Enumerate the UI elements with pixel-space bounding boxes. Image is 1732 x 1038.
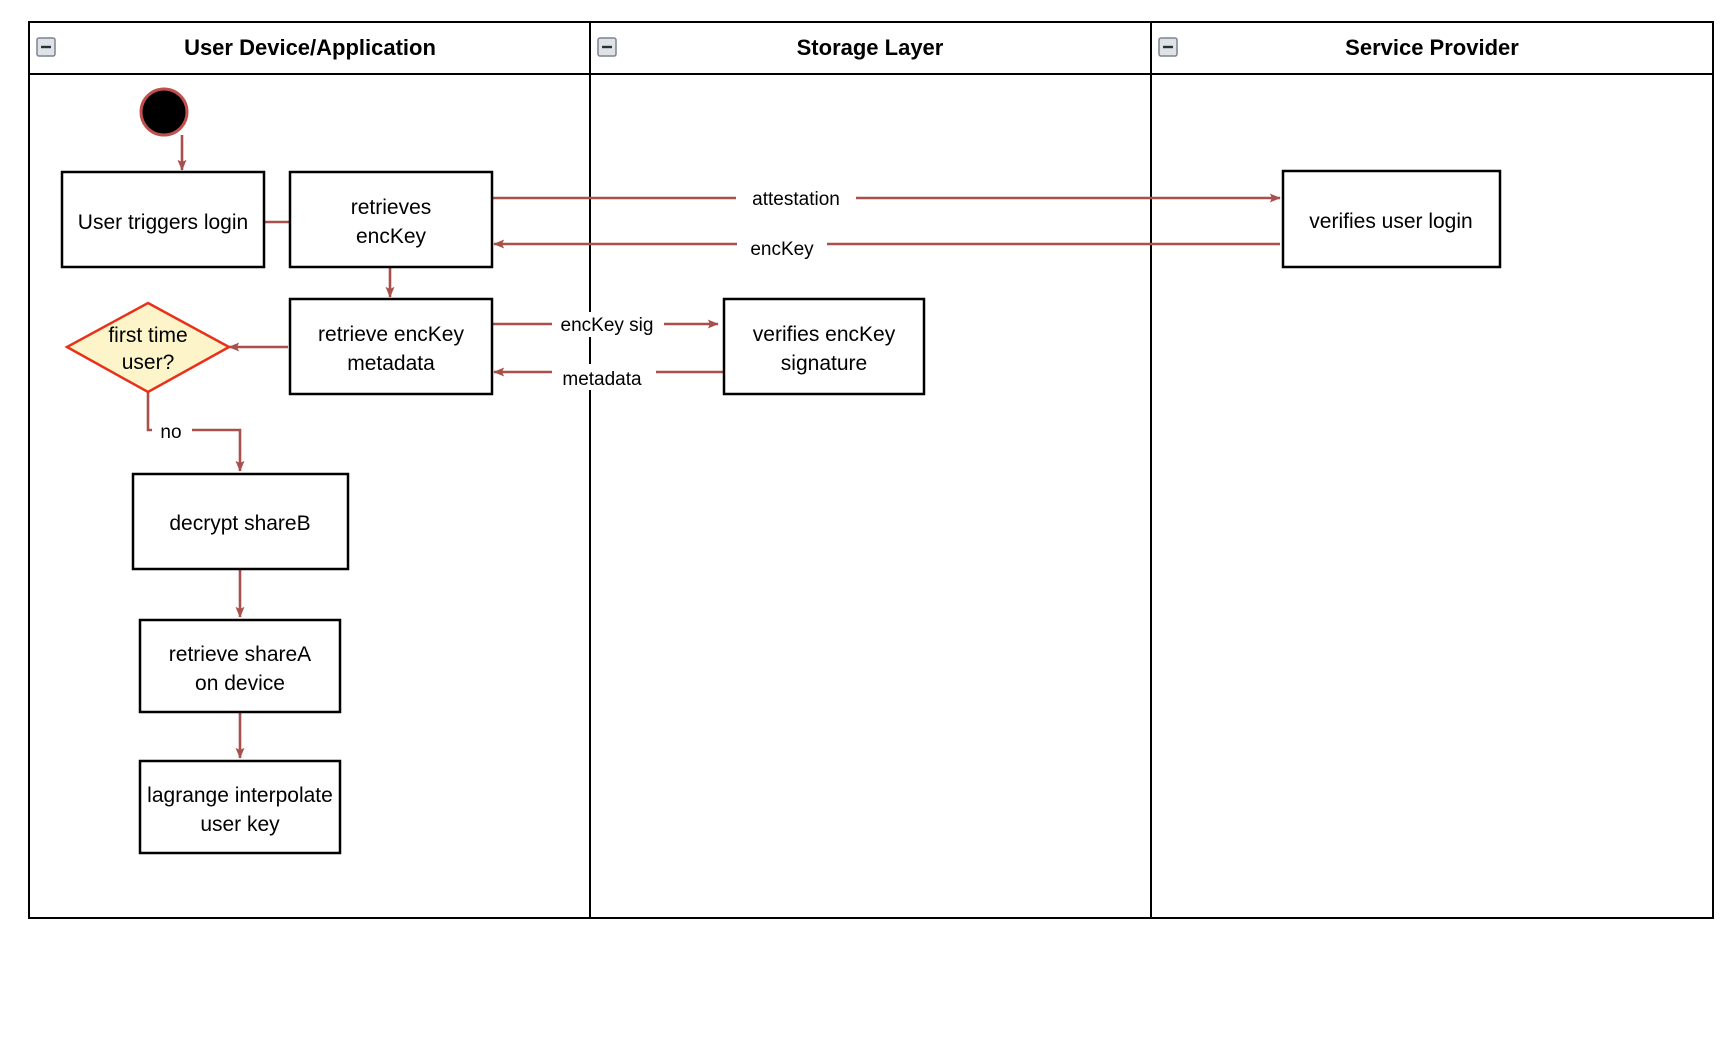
edge-decision-no-label: no — [160, 422, 181, 443]
node-user-triggers-login-box[interactable] — [60, 170, 266, 269]
edge-enckey-return-label-bg — [737, 234, 827, 260]
node-retrieve-enckey-metadata-label-line2: metadata — [347, 352, 435, 375]
node-first-time-user-label-line2: user? — [122, 351, 175, 374]
node-retrieves-enckey-box[interactable] — [288, 170, 494, 269]
node-retrieve-sharea-on-device-label-line2: on device — [195, 672, 285, 695]
node-retrieve-enckey-metadata-box[interactable] — [288, 297, 494, 396]
node-decrypt-shareb-box[interactable] — [131, 472, 350, 571]
node-verifies-user-login-box[interactable] — [1281, 169, 1502, 269]
lane-title-storage: Storage Layer — [797, 35, 944, 60]
edge-enckey-sig-label: encKey sig — [561, 315, 654, 336]
node-retrieve-sharea-on-device-box[interactable] — [138, 618, 342, 714]
node-decrypt-shareb[interactable]: decrypt shareB — [131, 472, 350, 571]
node-first-time-user-decision[interactable]: first time user? — [64, 301, 232, 394]
node-user-triggers-login[interactable]: User triggers login — [60, 170, 266, 269]
start-node[interactable] — [139, 87, 189, 137]
node-verifies-enckey-signature[interactable]: verifies encKey signature — [722, 297, 926, 396]
node-first-time-user-shape[interactable] — [64, 301, 232, 394]
edge-attestation-label-bg — [736, 186, 856, 211]
lane-header-storage[interactable]: Storage Layer — [597, 35, 944, 60]
edge-enckey-return-label: encKey — [750, 239, 814, 260]
node-retrieve-enckey-metadata[interactable]: retrieve encKey metadata — [288, 297, 494, 396]
node-lagrange-interpolate-user-key-label-line1: lagrange interpolate — [147, 784, 333, 807]
node-retrieves-enckey[interactable]: retrieves encKey — [288, 170, 494, 269]
edge-metadata-return-label-bg — [552, 364, 656, 390]
edge-enckey-sig-label-bg — [552, 312, 664, 337]
node-first-time-user-label-line1: first time — [108, 324, 187, 347]
node-lagrange-interpolate-user-key-label-line2: user key — [200, 813, 280, 836]
node-retrieve-sharea-on-device[interactable]: retrieve shareA on device — [138, 618, 342, 714]
node-verifies-enckey-signature-label-line1: verifies encKey — [753, 323, 896, 346]
node-user-triggers-login-label: User triggers login — [78, 211, 248, 234]
edge-decision-no-label-bg — [152, 419, 192, 443]
lane-title-service-provider: Service Provider — [1345, 35, 1519, 60]
node-verifies-user-login[interactable]: verifies user login — [1281, 169, 1502, 269]
lane-title-user-device: User Device/Application — [184, 35, 436, 60]
lane-header-user-device[interactable]: User Device/Application — [36, 35, 436, 60]
node-decrypt-shareb-label: decrypt shareB — [169, 512, 310, 535]
edge-decision-no-line — [146, 392, 245, 472]
node-retrieves-enckey-label-line1: retrieves — [351, 196, 432, 219]
node-retrieve-enckey-metadata-label-line1: retrieve encKey — [318, 323, 464, 346]
node-lagrange-interpolate-user-key[interactable]: lagrange interpolate user key — [138, 759, 342, 855]
node-verifies-enckey-signature-label-line2: signature — [781, 352, 867, 375]
node-verifies-enckey-signature-box[interactable] — [722, 297, 926, 396]
node-verifies-user-login-label: verifies user login — [1309, 210, 1472, 233]
lane-header-service-provider[interactable]: Service Provider — [1158, 35, 1519, 60]
edge-metadata-return-label: metadata — [562, 369, 642, 390]
edge-attestation-label: attestation — [752, 189, 840, 210]
node-retrieve-sharea-on-device-label-line1: retrieve shareA — [169, 643, 311, 666]
node-retrieves-enckey-label-line2: encKey — [356, 225, 427, 248]
node-lagrange-interpolate-user-key-box[interactable] — [138, 759, 342, 855]
